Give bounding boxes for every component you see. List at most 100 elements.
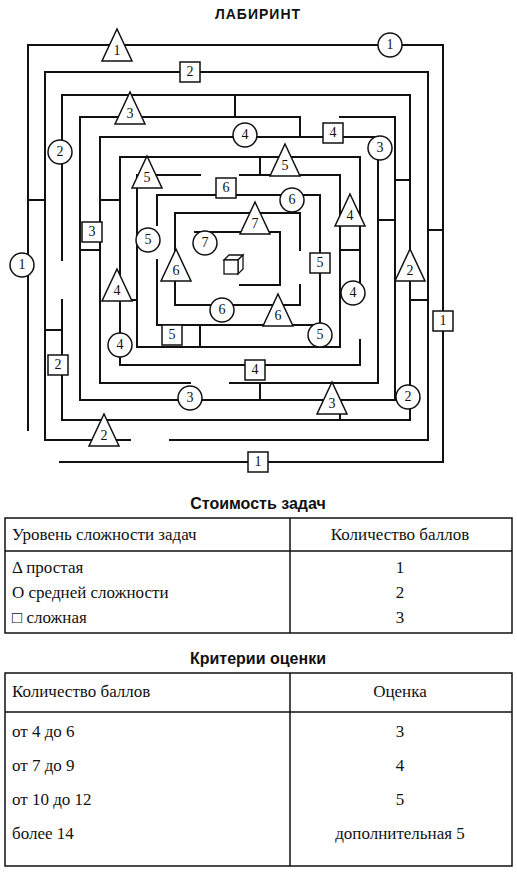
table-cell: □ сложная (12, 608, 87, 628)
task-shape (308, 323, 332, 347)
task-shape (310, 253, 330, 273)
task-shape (395, 249, 425, 281)
circle-task: 5 (135, 227, 161, 253)
table-cell: 3 (396, 722, 405, 742)
task-shape (248, 452, 268, 472)
task-number: 4 (350, 286, 357, 300)
triangle-task: 5 (269, 143, 301, 177)
task-shape (335, 194, 365, 226)
task-shape (82, 222, 102, 242)
square-task: 1 (247, 451, 269, 473)
task-number: 5 (169, 328, 176, 342)
task-number: 2 (405, 390, 412, 404)
triangle-task: 4 (101, 268, 133, 302)
task-shape (178, 386, 202, 410)
task-number: 6 (219, 303, 226, 317)
task-number: 7 (202, 236, 209, 250)
task-number: 6 (223, 181, 230, 195)
task-shape (245, 360, 265, 380)
circle-task: 1 (9, 252, 35, 278)
table-cell: от 4 до 6 (12, 722, 75, 742)
task-number: 1 (387, 38, 394, 52)
task-number: 2 (407, 264, 414, 278)
task-number: 6 (289, 193, 296, 207)
circle-task: 6 (209, 297, 235, 323)
circle-task: 3 (367, 135, 393, 161)
task-number: 2 (57, 145, 64, 159)
maze-title: ЛАБИРИНТ (215, 6, 301, 22)
task-shape (270, 144, 300, 176)
square-task: 6 (215, 177, 237, 199)
task-number: 1 (114, 44, 121, 58)
task-number: 5 (317, 328, 324, 342)
task-shape (48, 355, 68, 375)
task-number: 2 (101, 429, 108, 443)
circle-task: 2 (47, 139, 73, 165)
task-shape (368, 136, 392, 160)
task-number: 4 (117, 338, 124, 352)
task-number: 3 (127, 107, 134, 121)
square-task: 5 (161, 324, 183, 346)
task-shape (433, 311, 453, 331)
task-shape (48, 140, 72, 164)
task-shape (240, 202, 270, 234)
table-header: Оценка (373, 682, 427, 702)
task-number: 4 (347, 209, 354, 223)
task-number: 6 (173, 264, 180, 278)
square-task: 4 (322, 122, 344, 144)
task-number: 3 (89, 225, 96, 239)
table-cell: 2 (396, 583, 405, 603)
task-shape (132, 156, 162, 188)
task-number: 3 (377, 141, 384, 155)
triangle-task: 2 (394, 248, 426, 282)
circle-task: 1 (377, 32, 403, 58)
triangle-task: 6 (262, 293, 294, 327)
task-number: 5 (144, 171, 151, 185)
square-task: 1 (432, 310, 454, 332)
table-cell: 4 (396, 756, 405, 776)
circle-task: 4 (232, 122, 258, 148)
table-header: Уровень сложности задач (12, 525, 197, 545)
circle-task: 4 (107, 332, 133, 358)
table-cell: от 7 до 9 (12, 756, 75, 776)
table-cell: от 10 до 12 (12, 790, 92, 810)
circle-task: 5 (307, 322, 333, 348)
table-cell: более 14 (12, 824, 74, 844)
task-number: 5 (145, 233, 152, 247)
cube-icon (224, 255, 243, 274)
square-task: 4 (244, 359, 266, 381)
task-number: 3 (329, 397, 336, 411)
task-shape (89, 414, 119, 446)
task-shape (378, 33, 402, 57)
task-number: 4 (252, 363, 259, 377)
task-number: 7 (252, 217, 259, 231)
maze-walls (28, 45, 443, 462)
task-shape (161, 249, 191, 281)
square-task: 5 (309, 252, 331, 274)
task-number: 4 (114, 284, 121, 298)
task-number: 2 (187, 65, 194, 79)
table-cell: 5 (396, 790, 405, 810)
square-task: 3 (81, 221, 103, 243)
task-shape (108, 333, 132, 357)
table-grid (5, 518, 512, 866)
triangle-task: 3 (316, 381, 348, 415)
table-cell: 3 (396, 608, 405, 628)
triangle-task: 1 (101, 28, 133, 62)
task-shape (341, 281, 365, 305)
triangle-task: 5 (131, 155, 163, 189)
task-shape (162, 325, 182, 345)
task-shape (396, 385, 420, 409)
triangle-task: 4 (334, 193, 366, 227)
table-heading: Критерии оценки (190, 650, 326, 668)
task-shape (102, 269, 132, 301)
table-cell: дополнительная 5 (335, 824, 465, 844)
task-shape (216, 178, 236, 198)
task-number: 4 (242, 128, 249, 142)
circle-task: 6 (279, 187, 305, 213)
table-header: Количество баллов (331, 525, 469, 545)
circle-task: 2 (395, 384, 421, 410)
task-shape (210, 298, 234, 322)
